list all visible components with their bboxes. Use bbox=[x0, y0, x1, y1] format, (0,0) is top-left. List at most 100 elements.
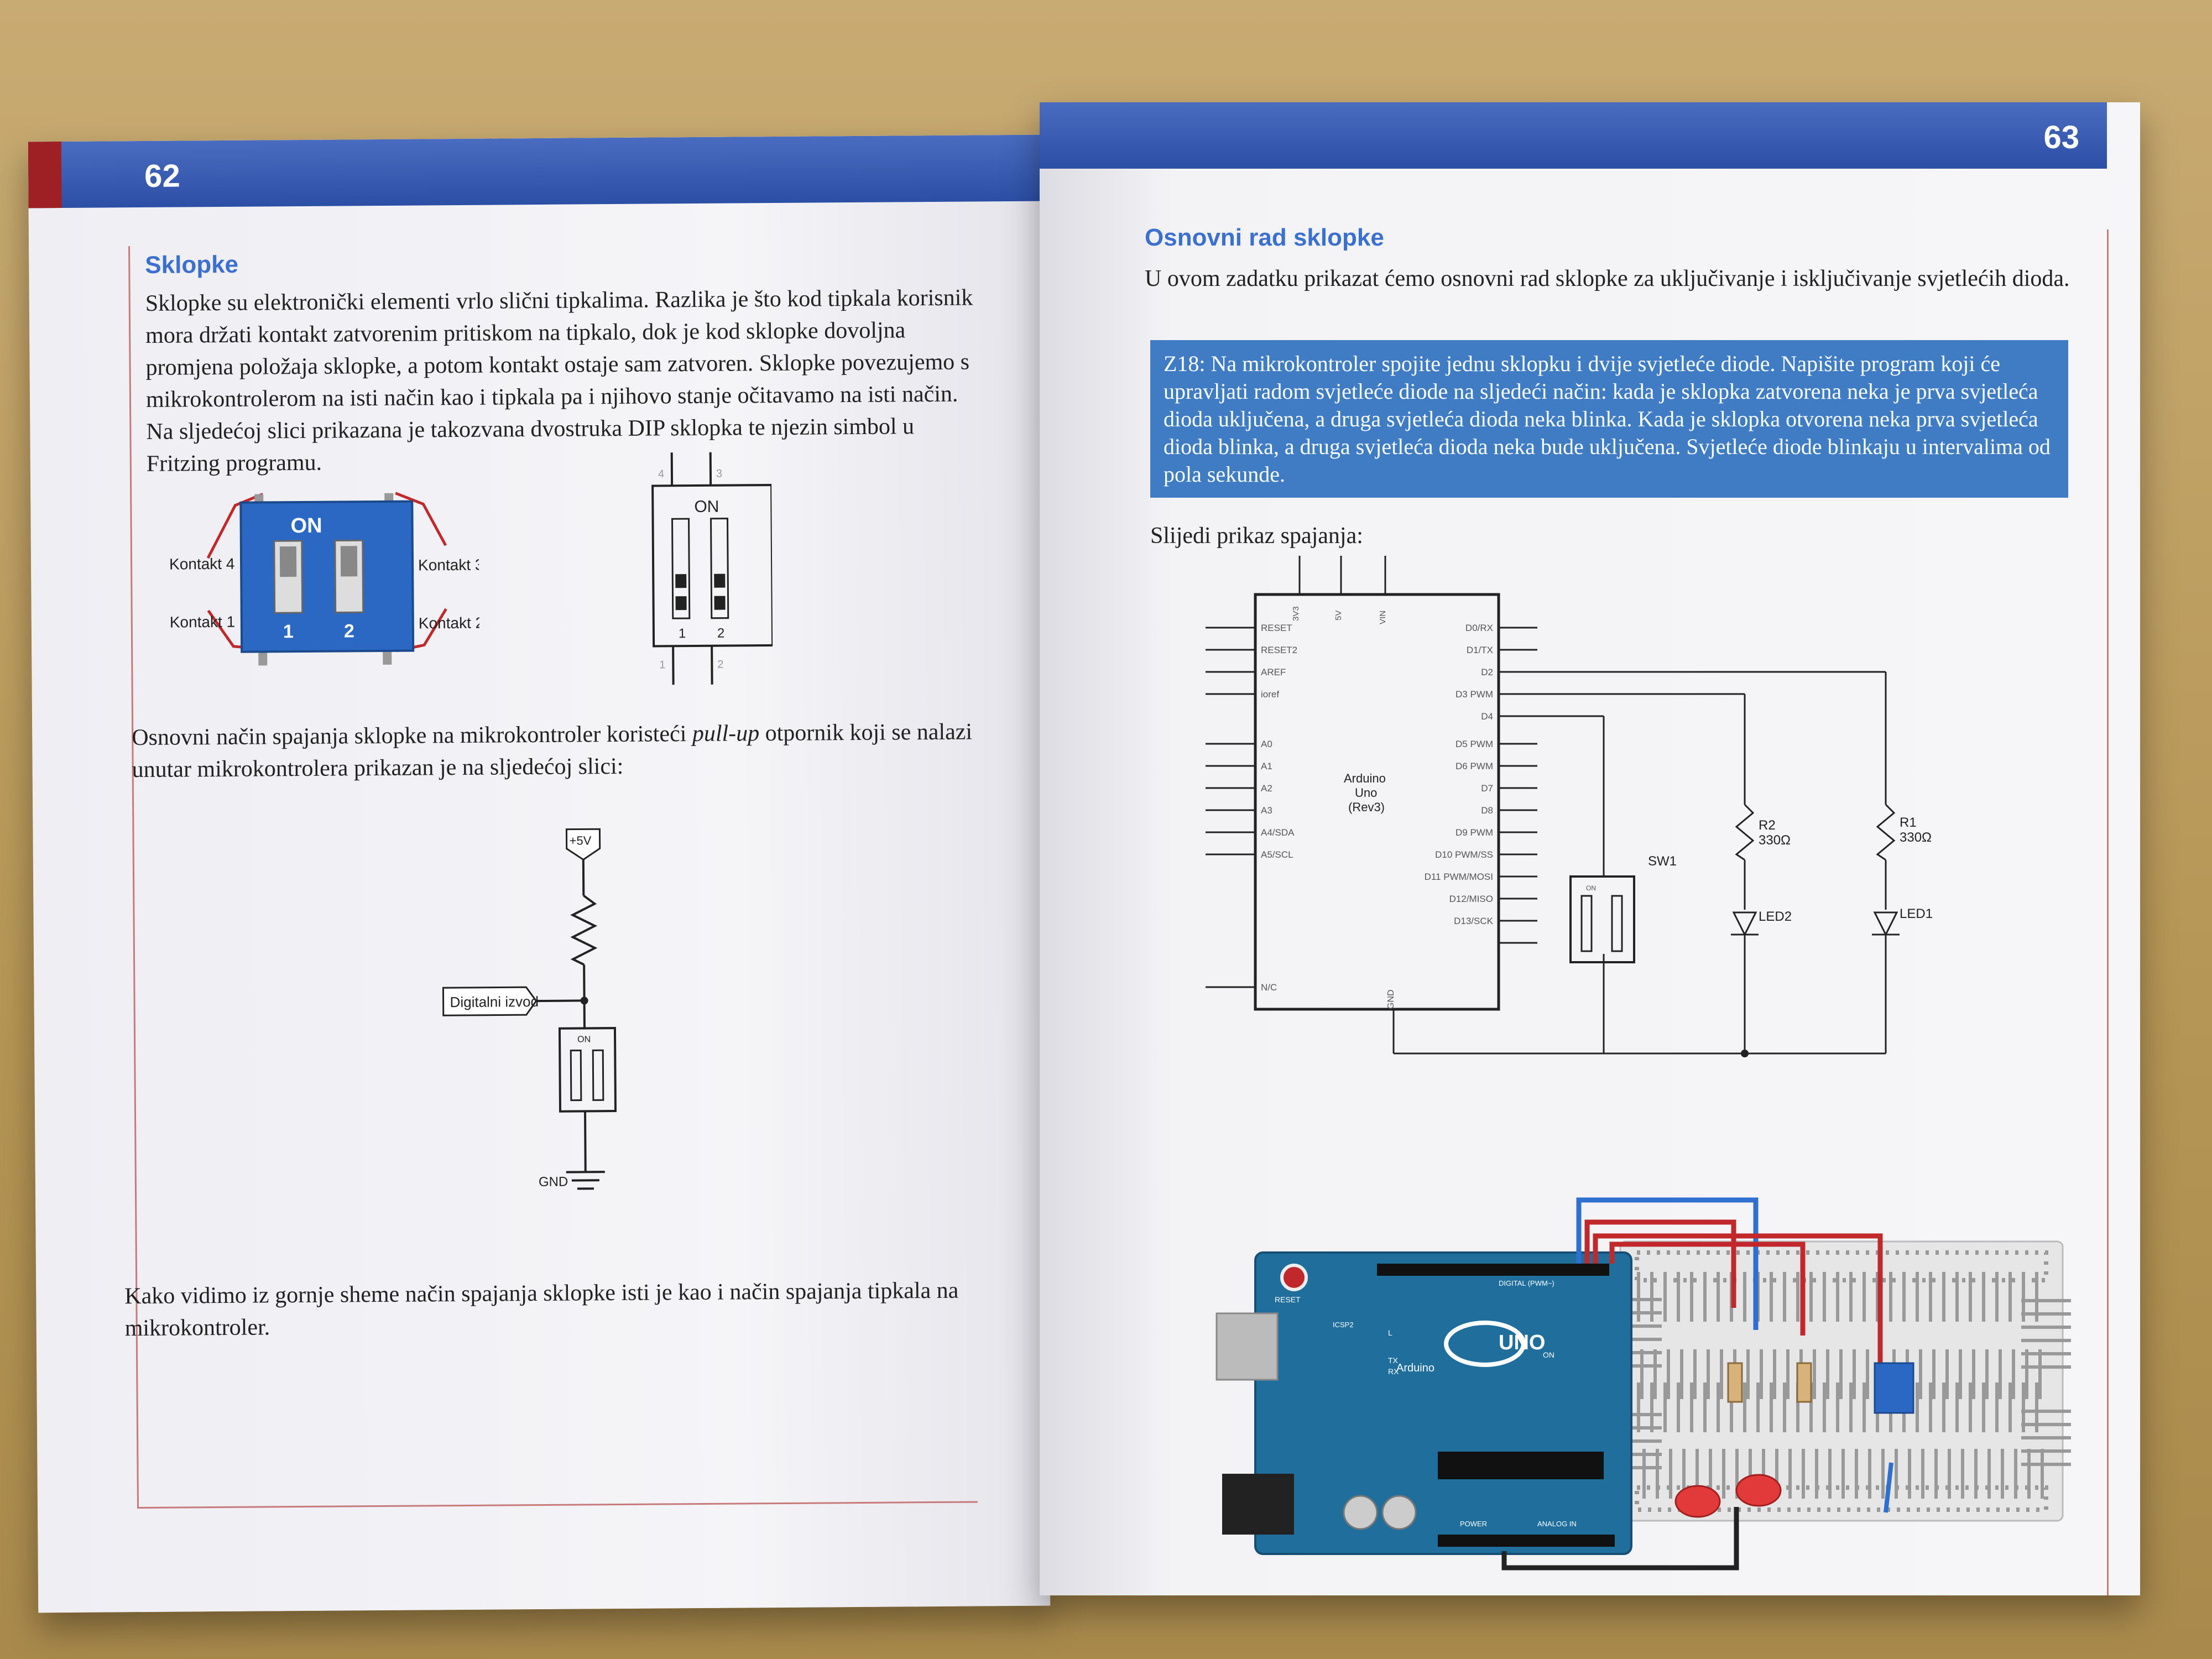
pin-d3: D3 PWM bbox=[1455, 689, 1493, 700]
dip-symbol-pin-1: 1 bbox=[659, 659, 665, 671]
pin-d2: D2 bbox=[1481, 667, 1493, 677]
pin-d11: D11 PWM/MOSI bbox=[1425, 872, 1493, 882]
analog-label: ANALOG IN bbox=[1537, 1520, 1577, 1528]
page-number-63: 63 bbox=[2043, 119, 2079, 155]
icsp-label: ICSP2 bbox=[1333, 1321, 1354, 1329]
r1-value: 330Ω bbox=[1900, 830, 1932, 845]
sw1-label: SW1 bbox=[1648, 854, 1677, 869]
pin-d5: D5 PWM bbox=[1455, 739, 1493, 749]
left-page: 62 Sklopke Sklopke su elektronički eleme… bbox=[28, 134, 1051, 1613]
resistor-r2 bbox=[1727, 1362, 1743, 1403]
tx-label: TX bbox=[1388, 1356, 1399, 1365]
dip-symbol-num-2: 2 bbox=[717, 626, 725, 641]
pin-d4: D4 bbox=[1481, 711, 1493, 722]
label-kontakt-4: Kontakt 4 bbox=[169, 555, 235, 573]
r1-name: R1 bbox=[1900, 815, 1917, 830]
breadboard-holes bbox=[1612, 1250, 2071, 1512]
pin-d7: D7 bbox=[1481, 783, 1493, 794]
pullup-schematic: +5V Digitalni izvod ON GN bbox=[398, 818, 655, 1198]
digital-label: DIGITAL (PWM~) bbox=[1499, 1279, 1554, 1287]
dip-symbol-pin-4: 4 bbox=[658, 468, 664, 480]
reset-label: RESET bbox=[1275, 1295, 1301, 1304]
closing-paragraph: Kako vidimo iz gornje sheme način spajan… bbox=[124, 1277, 959, 1342]
pin-d8: D8 bbox=[1481, 805, 1493, 816]
pin-d12: D12/MISO bbox=[1449, 894, 1493, 904]
dip-photo-num-1: 1 bbox=[283, 621, 294, 642]
resistor-r1 bbox=[1796, 1362, 1812, 1403]
on-led-label: ON bbox=[1543, 1350, 1554, 1359]
dip-switch-symbol: ON 1 2 4 3 1 2 bbox=[628, 441, 774, 698]
right-page: 63 Osnovni rad sklopke U ovom zadatku pr… bbox=[1040, 102, 2140, 1595]
pin-a4-sda: A4/SDA bbox=[1261, 827, 1295, 838]
left-bottom-line bbox=[137, 1501, 978, 1509]
label-kontakt-3: Kontakt 3 bbox=[418, 556, 480, 574]
led2-label: LED2 bbox=[1759, 909, 1792, 924]
board-label-arduino: Arduino bbox=[1344, 771, 1386, 785]
pin-gnd: GND bbox=[1386, 989, 1396, 1009]
jumper-wires bbox=[1501, 1197, 1883, 1571]
pin-d1: D1/TX bbox=[1467, 645, 1493, 655]
label-kontakt-1: Kontakt 1 bbox=[170, 613, 236, 631]
dip-symbol-pin-3: 3 bbox=[716, 468, 722, 480]
pullup-italic-term: pull-up bbox=[692, 721, 760, 747]
right-margin-line bbox=[2107, 229, 2109, 1595]
dip-symbol-pin-2: 2 bbox=[717, 659, 723, 671]
pin-d10: D10 PWM/SS bbox=[1435, 849, 1493, 860]
power-jack bbox=[1222, 1474, 1294, 1535]
pin-aref: AREF bbox=[1261, 667, 1286, 677]
pin-a1: A1 bbox=[1261, 761, 1272, 771]
r2-value: 330Ω bbox=[1759, 833, 1791, 848]
breadboard-dip-switch bbox=[1874, 1362, 1914, 1414]
pin-3v3: 3V3 bbox=[1291, 606, 1301, 621]
pullup-paragraph: Osnovni način spajanja sklopke na mikrok… bbox=[132, 716, 973, 786]
l-label: L bbox=[1388, 1328, 1392, 1337]
digital-header bbox=[1377, 1264, 1609, 1276]
pin-vin: VIN bbox=[1378, 611, 1387, 624]
board-label-uno: Uno bbox=[1355, 786, 1377, 800]
task-z18-box: Z18: Na mikrokontroler spojite jednu skl… bbox=[1150, 340, 2068, 498]
pin-a0: A0 bbox=[1261, 739, 1272, 749]
uno-logo-text: UNO bbox=[1499, 1331, 1545, 1354]
pin-d0: D0/RX bbox=[1465, 623, 1493, 633]
dip-body bbox=[239, 500, 415, 653]
analog-header bbox=[1438, 1535, 1615, 1547]
dip-photo-num-2: 2 bbox=[344, 620, 354, 641]
board-label-rev3: (Rev3) bbox=[1348, 800, 1385, 814]
arduino-schematic: 3V3 5V VIN RESET RESET2 AREF ioref A0 A1… bbox=[1206, 556, 2046, 1089]
sw1-on-label: ON bbox=[1586, 884, 1596, 892]
section-heading-sklopke: Sklopke bbox=[145, 251, 239, 279]
pin-reset: RESET bbox=[1261, 623, 1292, 633]
power-label: POWER bbox=[1460, 1520, 1487, 1528]
pullup-switch-on: ON bbox=[577, 1035, 591, 1044]
atmega-chip bbox=[1438, 1452, 1604, 1479]
dip-photo-on-label: ON bbox=[290, 514, 322, 538]
r2-name: R2 bbox=[1759, 818, 1776, 833]
label-kontakt-2: Kontakt 2 bbox=[419, 614, 480, 632]
pin-nc: N/C bbox=[1261, 982, 1277, 993]
pullup-output-label: Digitalni izvod bbox=[450, 993, 539, 1010]
pullup-text-before: Osnovni način spajanja sklopke na mikrok… bbox=[132, 721, 693, 751]
pin-d13: D13/SCK bbox=[1454, 916, 1494, 926]
dip-switch-photo: ON 1 2 Kontakt 4 Kontakt 3 Kontakt 1 Kon… bbox=[169, 448, 484, 702]
page-number-62: 62 bbox=[144, 158, 180, 194]
usb-port bbox=[1215, 1312, 1279, 1381]
arduino-logo-text: Arduino bbox=[1396, 1362, 1434, 1374]
pin-a2: A2 bbox=[1261, 783, 1272, 794]
pin-a5-scl: A5/SCL bbox=[1261, 849, 1293, 860]
rx-label: RX bbox=[1388, 1367, 1399, 1376]
pullup-gnd-label: GND bbox=[539, 1175, 568, 1190]
pin-a3: A3 bbox=[1261, 805, 1272, 816]
right-header-band bbox=[1040, 102, 2107, 169]
pullup-vcc-label: +5V bbox=[569, 833, 591, 847]
reset-button bbox=[1280, 1264, 1308, 1291]
arduino-board bbox=[1254, 1251, 1632, 1555]
pin-d9: D9 PWM bbox=[1455, 827, 1493, 838]
connection-label: Slijedi prikaz spajanja: bbox=[1150, 523, 1363, 549]
dip-symbol-on: ON bbox=[694, 498, 719, 516]
breadboard-illustration: UNO Arduino RESET ON TX RX L ICSP2 DIGIT… bbox=[1178, 1076, 2107, 1575]
section-heading-osnovni-rad: Osnovni rad sklopke bbox=[1145, 224, 1384, 251]
led1-label: LED1 bbox=[1900, 906, 1933, 921]
right-intro-paragraph: U ovom zadatku prikazat ćemo osnovni rad… bbox=[1145, 266, 2070, 291]
led-2 bbox=[1735, 1474, 1782, 1507]
